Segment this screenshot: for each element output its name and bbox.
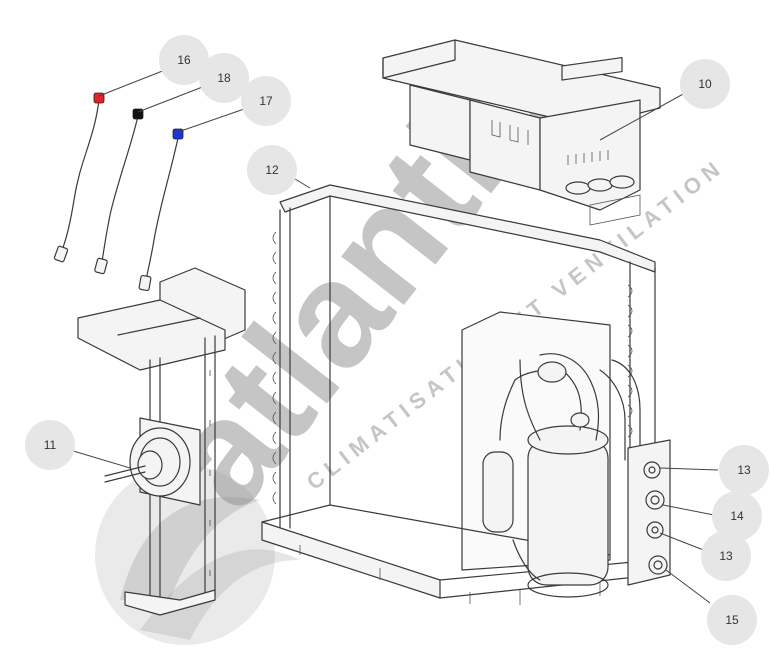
callout-17: 17 xyxy=(241,76,291,126)
svg-text:13: 13 xyxy=(737,463,751,477)
leader-lines xyxy=(69,69,719,604)
svg-text:18: 18 xyxy=(217,71,231,85)
callout-13-lower: 13 xyxy=(701,531,751,581)
service-valve-plate xyxy=(627,439,671,586)
svg-text:11: 11 xyxy=(44,438,57,452)
electrical-control-box xyxy=(382,39,661,226)
callout-10: 10 xyxy=(680,59,730,109)
callout-14: 14 xyxy=(712,491,762,541)
svg-text:10: 10 xyxy=(698,77,712,91)
callout-16: 16 xyxy=(159,35,209,85)
valve-15 xyxy=(648,555,668,575)
valve-13-lower xyxy=(646,521,664,539)
fan-motor-bracket xyxy=(77,267,246,616)
svg-text:14: 14 xyxy=(730,509,744,523)
compressor-assembly xyxy=(482,353,641,598)
callout-18: 18 xyxy=(199,53,249,103)
svg-text:12: 12 xyxy=(265,163,279,177)
temperature-sensors xyxy=(53,92,184,292)
valve-14 xyxy=(645,490,665,510)
valve-13-upper xyxy=(643,461,661,479)
callout-15: 15 xyxy=(707,595,757,645)
callout-12: 12 xyxy=(247,145,297,195)
svg-text:13: 13 xyxy=(719,549,733,563)
callout-13-upper: 13 xyxy=(719,445,769,495)
svg-text:15: 15 xyxy=(725,613,739,627)
svg-text:16: 16 xyxy=(177,53,191,67)
callout-11: 11 xyxy=(25,420,75,470)
svg-text:17: 17 xyxy=(259,94,273,108)
callouts: 16 18 17 10 12 11 13 14 xyxy=(25,35,769,645)
